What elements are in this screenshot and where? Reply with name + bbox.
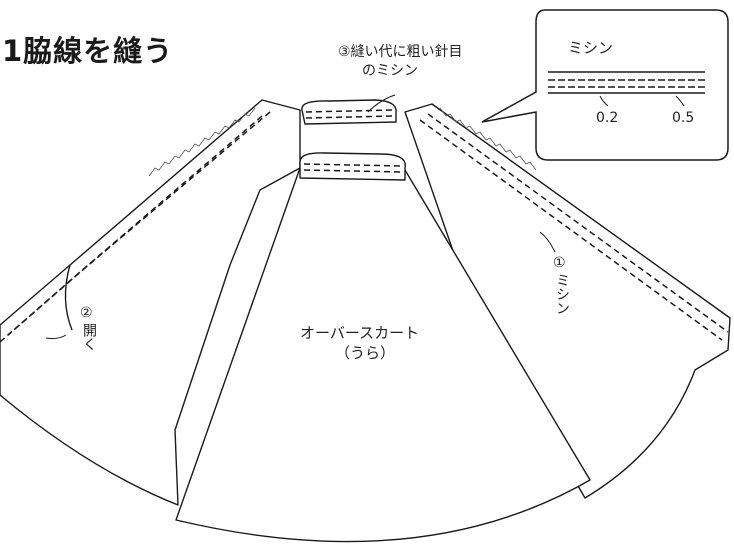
waist-stitch-top-2 [305,115,395,119]
inset-callout [481,9,729,161]
skirt-name-label: オーバースカート [300,324,420,342]
inset-measure-b: 0.5 [672,110,695,126]
left-zigzag [148,107,256,177]
right-panel [404,103,731,499]
waist-flap-top [301,99,397,125]
waist-stitch-bottom-1 [303,163,403,167]
inset-measure-a: 0.2 [596,110,619,126]
waist-stitch-bottom-2 [303,169,403,173]
open-number: ② [80,305,93,321]
leader-open [45,334,67,340]
leader-machine [539,231,556,253]
waist-stitch-top-1 [305,109,395,113]
page-title: 1脇線を縫う [2,34,174,68]
left-side-flap [64,264,73,331]
right-seam-stitch [419,119,723,341]
waist-flap-bottom [299,152,406,181]
machine-label: ミシン [554,273,570,315]
leader-coarse-stitch [367,94,396,113]
left-seam-stitch-inner [0,115,263,343]
right-zigzag [439,107,537,171]
coarse-stitch-label-1: ③縫い代に粗い針目 [338,44,463,60]
left-panel [0,99,301,506]
inset-stitch-label: ミシン [568,39,614,57]
coarse-stitch-label-2: のミシン [362,63,418,79]
open-label: 開く [81,323,97,351]
right-seam-stitch-inner [427,113,729,333]
skirt-side-label: （うら） [335,344,396,362]
center-panel [175,167,591,543]
machine-number: ① [553,255,566,271]
